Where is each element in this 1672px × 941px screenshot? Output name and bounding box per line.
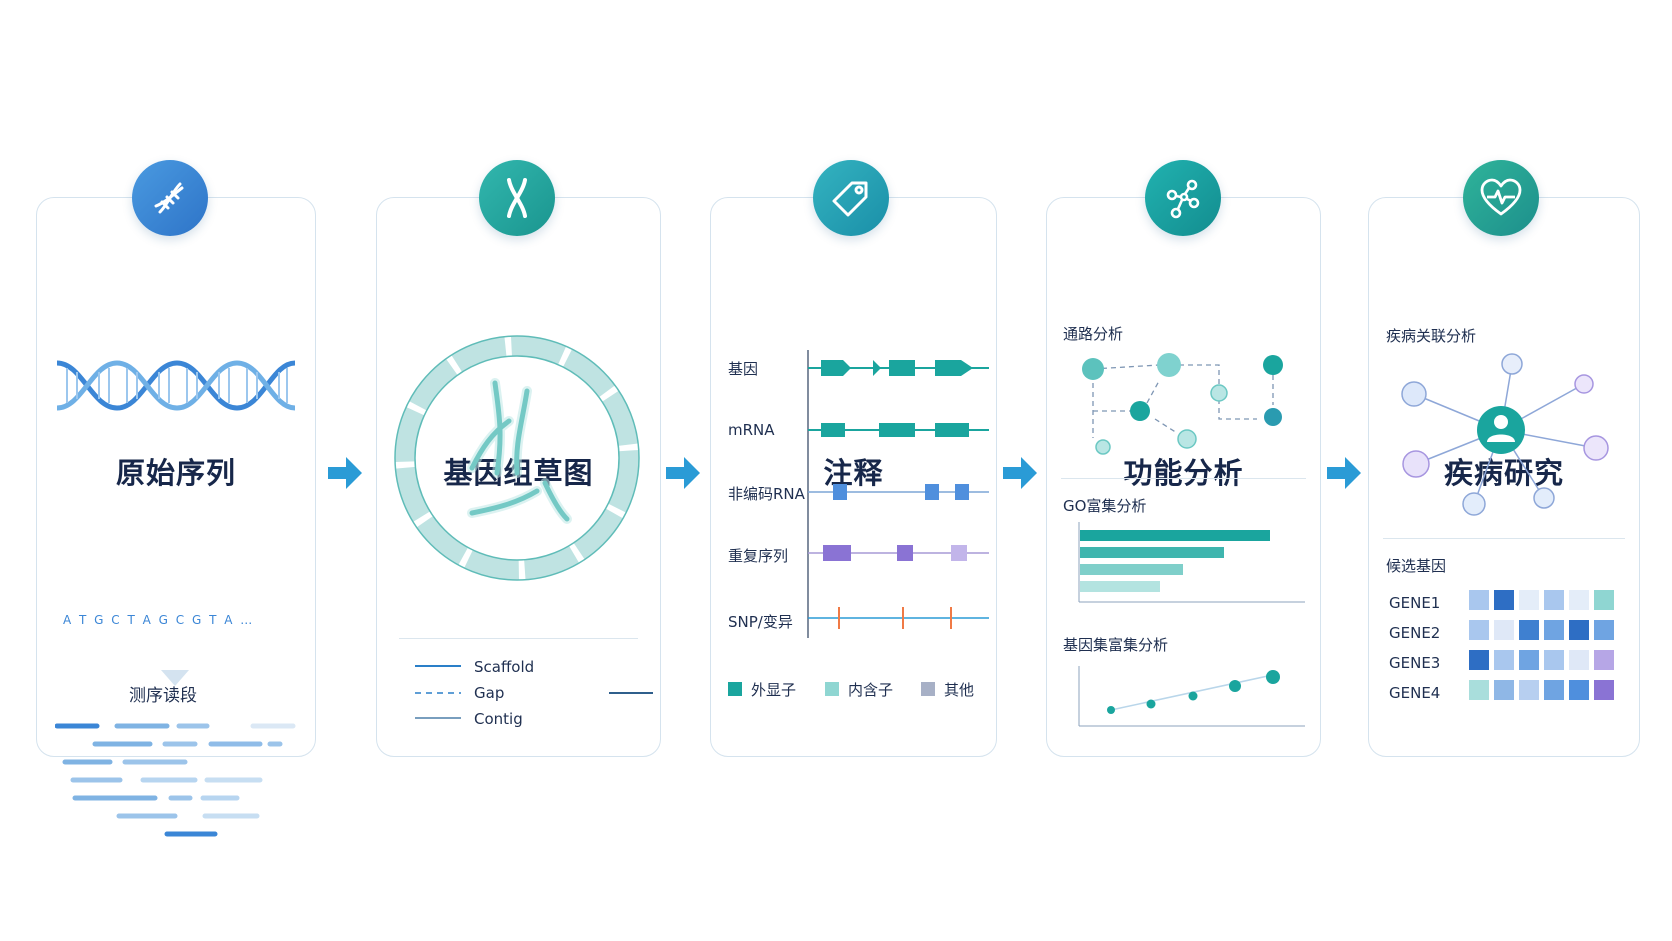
gene-label-3: GENE3 [1389,654,1441,672]
divider [399,638,638,639]
section-go: GO富集分析 [1063,497,1147,515]
go-bar [1080,530,1270,541]
flow-arrow-2 [666,457,700,489]
go-bar [1080,564,1183,575]
dna-helix-illustration [56,360,296,411]
gene-label-4: GENE4 [1389,684,1441,702]
track-label-ncrna: 非编码RNA [728,485,805,503]
divider [1061,478,1306,479]
track-label-repeat: 重复序列 [728,547,789,565]
dna-icon [132,160,208,236]
stage-card-annotation: 注释 基因 mRNA 非编码RNA 重复序列 SNP/变异 外显子 内含子 [710,197,997,757]
legend-gap: Gap [474,684,505,702]
flow-arrow-1 [328,457,362,489]
network-icon [1145,160,1221,236]
section-candidate-genes: 候选基因 [1386,557,1447,575]
stage-title: 原始序列 [115,456,236,490]
annotation-tracks [807,350,989,638]
tag-icon [813,160,889,236]
section-gsea: 基因集富集分析 [1063,636,1169,654]
stage-title: 疾病研究 [1443,456,1564,490]
legend-intron: 内含子 [848,681,894,699]
legend-swatch-exon [728,682,742,696]
legend-lines [415,665,653,719]
legend-swatch-other [921,682,935,696]
stage-card-raw-sequence: 原始序列 A T G C T A G C G T A … [36,197,316,837]
go-enrichment-bar-chart [1078,522,1305,603]
gene-label-1: GENE1 [1389,594,1441,612]
circular-genome-illustration [394,335,640,581]
go-bar [1080,547,1224,558]
gsea-trend-plot [1078,666,1305,727]
stage-card-functional-analysis: 功能分析 通路分析 GO富集分析 基因集富集分析 [1046,197,1321,757]
flow-arrow-4 [1327,457,1361,489]
gene-label-2: GENE2 [1389,624,1441,642]
track-label-mrna: mRNA [728,421,775,439]
track-label-snp: SNP/变异 [728,613,793,631]
legend-other: 其他 [944,681,975,699]
stage-title: 功能分析 [1123,456,1244,490]
divider [1383,538,1625,539]
flow-arrow-3 [1003,457,1037,489]
legend-contig: Contig [474,710,523,728]
section-pathway: 通路分析 [1063,325,1124,343]
candidate-gene-heatmap [1469,590,1614,700]
sequencing-reads-illustration [55,723,296,837]
down-triangle-icon [161,670,189,686]
legend-swatch-intron [825,682,839,696]
heart-pulse-icon [1463,160,1539,236]
reads-label: 测序读段 [129,686,197,706]
track-label-gene: 基因 [728,360,759,378]
pathway-network [1082,353,1283,455]
go-bar [1080,581,1160,592]
section-disease-association: 疾病关联分析 [1386,327,1477,345]
disease-association-network [1401,353,1609,516]
sequence-text: A T G C T A G C G T A … [63,613,255,627]
legend-scaffold: Scaffold [474,658,535,676]
chromosome-icon [479,160,555,236]
stage-card-draft-genome: 基因组草图 Scaffold Gap Contig [376,197,661,757]
legend-exon: 外显子 [751,681,797,699]
stage-card-disease-research: 疾病研究 疾病关联分析 候选基因 GENE1 GENE2 GENE3 GENE4 [1368,197,1640,757]
